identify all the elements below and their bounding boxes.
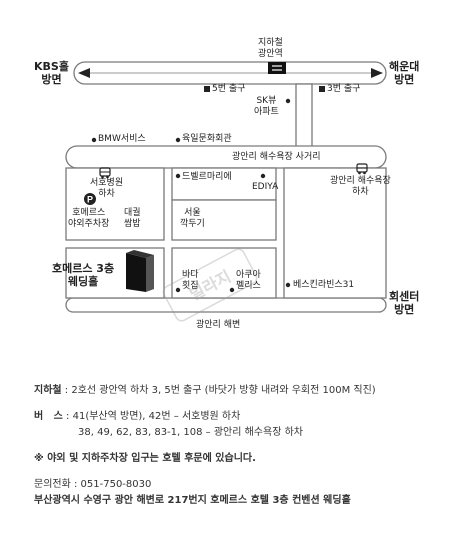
aqua-label: 아쿠아 펠리스	[236, 270, 261, 291]
hotel-label: 호메르스 3층 웨딩홀	[52, 262, 115, 288]
daegwol-label: 대궐 쌈밥	[124, 208, 141, 229]
bestkin-marker	[285, 282, 291, 288]
subway-label: 지하철	[34, 385, 62, 396]
bmw-marker	[91, 137, 97, 143]
coast-road	[65, 297, 387, 313]
bus-text2: 38, 49, 62, 83, 83-1, 108 – 광안리 해수욕장 하차	[78, 427, 303, 438]
address-line: 부산광역시 수영구 광안 해변로 217번지 호메르스 호텔 3층 컨벤션 웨딩…	[34, 495, 351, 506]
bestkin-label: 베스킨라빈스31	[293, 280, 355, 290]
parking-icon	[84, 193, 96, 205]
debelle-label: 드벨르마리에	[182, 172, 232, 182]
subway-icon	[268, 62, 286, 74]
exit3-marker	[319, 86, 325, 92]
block-seoul	[171, 199, 277, 241]
exit5-label: 5번 출구	[212, 84, 246, 94]
haebyeon-label: 광안리 해변	[196, 320, 241, 330]
ediya-marker	[260, 173, 266, 179]
beach-stop-label: 광안리 해수욕장 하차	[330, 176, 391, 197]
parking-note: ※ 야외 및 지하주차장 입구는 호텔 후문에 있습니다.	[34, 453, 256, 464]
yukil-label: 육일문화회관	[182, 134, 232, 144]
hotel-building-side	[146, 255, 154, 292]
map-roads: P 빌라지	[65, 61, 387, 322]
seoho-stop-label: 서호병원 하차	[90, 178, 124, 199]
block-parking	[65, 167, 165, 241]
bus-text1: : 41(부산역 방면), 42번 – 서호병원 하차	[66, 411, 241, 422]
bus-icon-beach	[356, 163, 368, 175]
hotel-building-icon	[126, 253, 146, 292]
location-map: P 빌라지 지하철 광안역 KBS홀 방면 해운대 방면 5번 출구 3번 출구…	[34, 38, 420, 330]
hotel-building-top	[126, 250, 154, 258]
yukil-marker	[175, 137, 181, 143]
exit5-marker	[204, 86, 210, 92]
debelle-marker	[175, 173, 181, 179]
subway-row: 지하철 : 2호선 광안역 하차 3, 5번 출구 (바닷가 방향 내려와 우회…	[34, 384, 376, 398]
svg-text:P: P	[87, 195, 93, 205]
haeundae-label: 해운대 방면	[389, 60, 420, 86]
bada-label: 바다 횟집	[182, 270, 199, 291]
bus-row: 버 스 : 41(부산역 방면), 42번 – 서호병원 하차	[34, 410, 240, 424]
ediya-label: EDIYA	[252, 182, 279, 192]
left-arrow-icon	[78, 68, 90, 78]
seoul-label: 서울 깍두기	[180, 208, 205, 229]
bmw-label: BMW서비스	[98, 134, 146, 144]
intersection-label: 광안리 해수욕장 사거리	[232, 152, 321, 162]
middle-road	[65, 145, 387, 169]
center-label: 회센터 방면	[389, 290, 420, 316]
bus-icon-seoho	[99, 167, 111, 179]
parking-label: 호메르스 야외주차장	[68, 208, 110, 229]
right-arrow-icon	[371, 68, 383, 78]
kbs-label: KBS홀 방면	[34, 60, 69, 86]
aqua-marker	[229, 287, 235, 293]
station-label: 지하철 광안역	[258, 38, 283, 59]
skview-marker	[285, 98, 291, 104]
vertical-road	[295, 83, 313, 157]
block-bestkin	[283, 167, 387, 299]
subway-text: : 2호선 광안역 하차 3, 5번 출구 (바닷가 방향 내려와 우회전 10…	[64, 385, 376, 396]
block-debelle	[171, 167, 277, 201]
bada-marker	[175, 287, 181, 293]
block-aqua	[171, 247, 277, 299]
skview-label: SK뷰 아파트	[254, 96, 279, 117]
exit3-label: 3번 출구	[327, 84, 361, 94]
bus-label: 버 스	[34, 411, 63, 422]
phone-line: 문의전화 : 051-750-8030	[34, 479, 152, 490]
